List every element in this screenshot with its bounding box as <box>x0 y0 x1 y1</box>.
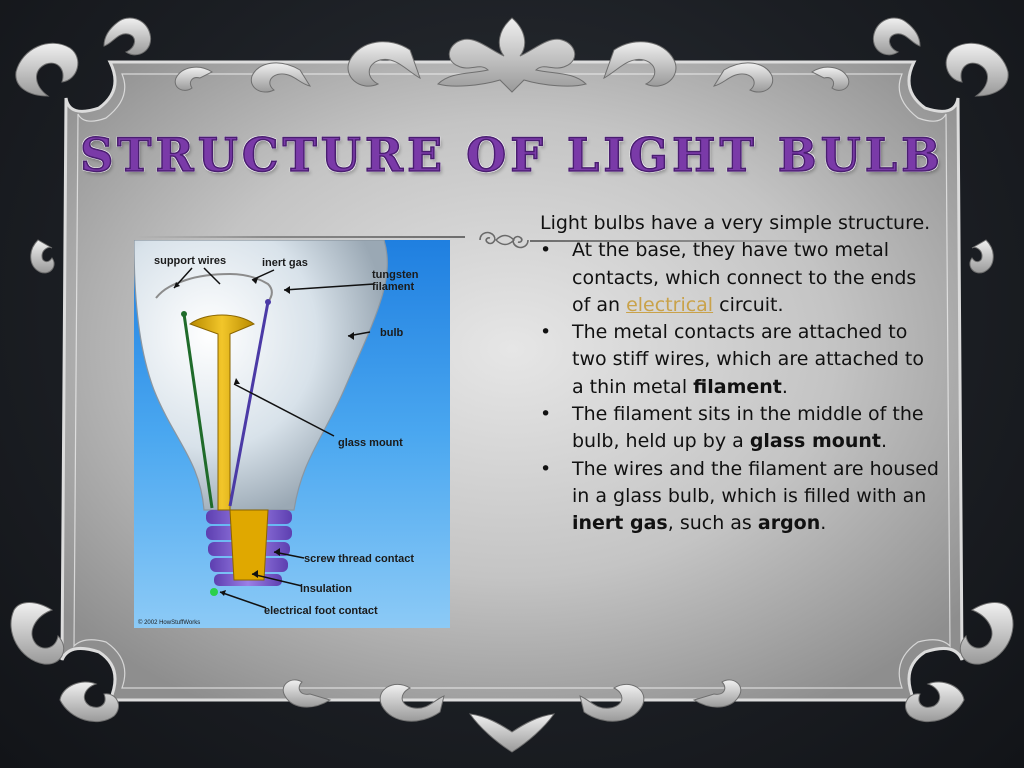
bullet-text: . <box>820 512 827 535</box>
bullet-text: . <box>880 430 888 453</box>
bullet-text: The metal contacts are attached to two s… <box>572 321 924 398</box>
label-glass-mount: glass mount <box>338 437 403 449</box>
bullet-symbol: • <box>540 403 552 426</box>
bullet-symbol: • <box>540 457 552 480</box>
slide-body: Light bulbs have a very simple structure… <box>540 210 940 538</box>
intro-text: Light bulbs have a very simple structure… <box>540 212 931 234</box>
insulation-core <box>229 509 269 581</box>
bullet-text: At the base, they have two metal contact… <box>572 239 917 316</box>
bulb-glass <box>134 240 388 511</box>
label-inert-gas: inert gas <box>262 257 308 269</box>
light-bulb-diagram: support wires inert gas tungsten filamen… <box>134 240 450 628</box>
bold-term: filament <box>693 375 782 398</box>
title-divider-right <box>530 240 830 242</box>
bullet-symbol: • <box>540 321 552 344</box>
top-ornament <box>174 17 850 93</box>
slide-title: Structure of light bulb <box>79 127 944 183</box>
bullet-list: • At the base, they have two metal contac… <box>540 237 940 537</box>
label-filament: filament <box>372 281 415 293</box>
electrical-link[interactable]: electrical <box>626 293 714 316</box>
bold-term: inert gas <box>572 512 668 535</box>
label-support-wires: support wires <box>154 255 226 267</box>
bullet-item: • The wires and the filament are housed i… <box>540 456 940 538</box>
support-wire-left <box>182 313 214 509</box>
label-insulation: insulation <box>300 583 352 595</box>
bottom-ornament <box>282 679 742 753</box>
bullet-text: The filament sits in the middle of the b… <box>572 403 924 453</box>
label-credit: © 2002 HowStuffWorks <box>138 619 200 626</box>
scroll-ornament-icon <box>479 231 529 249</box>
title-divider-left <box>135 236 465 238</box>
label-bulb: bulb <box>380 327 403 339</box>
corner-ornaments <box>10 17 1014 723</box>
bullet-text: The wires and the filament are housed in… <box>572 457 939 507</box>
bold-term: argon <box>757 512 821 535</box>
label-tungsten: tungsten <box>372 269 419 281</box>
bullet-text: , such as <box>667 512 758 535</box>
bullet-item: • The filament sits in the middle of the … <box>540 401 940 456</box>
support-wire-right <box>228 301 270 507</box>
bullet-item: • At the base, they have two metal contac… <box>540 237 940 319</box>
glass-mount <box>188 314 256 511</box>
bold-term: glass mount <box>749 430 881 453</box>
bullet-text: circuit. <box>713 293 784 316</box>
label-screw-thread-contact: screw thread contact <box>304 553 414 565</box>
bullet-item: • The metal contacts are attached to two … <box>540 319 940 401</box>
bullet-symbol: • <box>540 239 552 262</box>
foot-contact <box>210 588 218 596</box>
label-electrical-foot-contact: electrical foot contact <box>264 605 378 617</box>
bullet-text: . <box>781 375 788 398</box>
